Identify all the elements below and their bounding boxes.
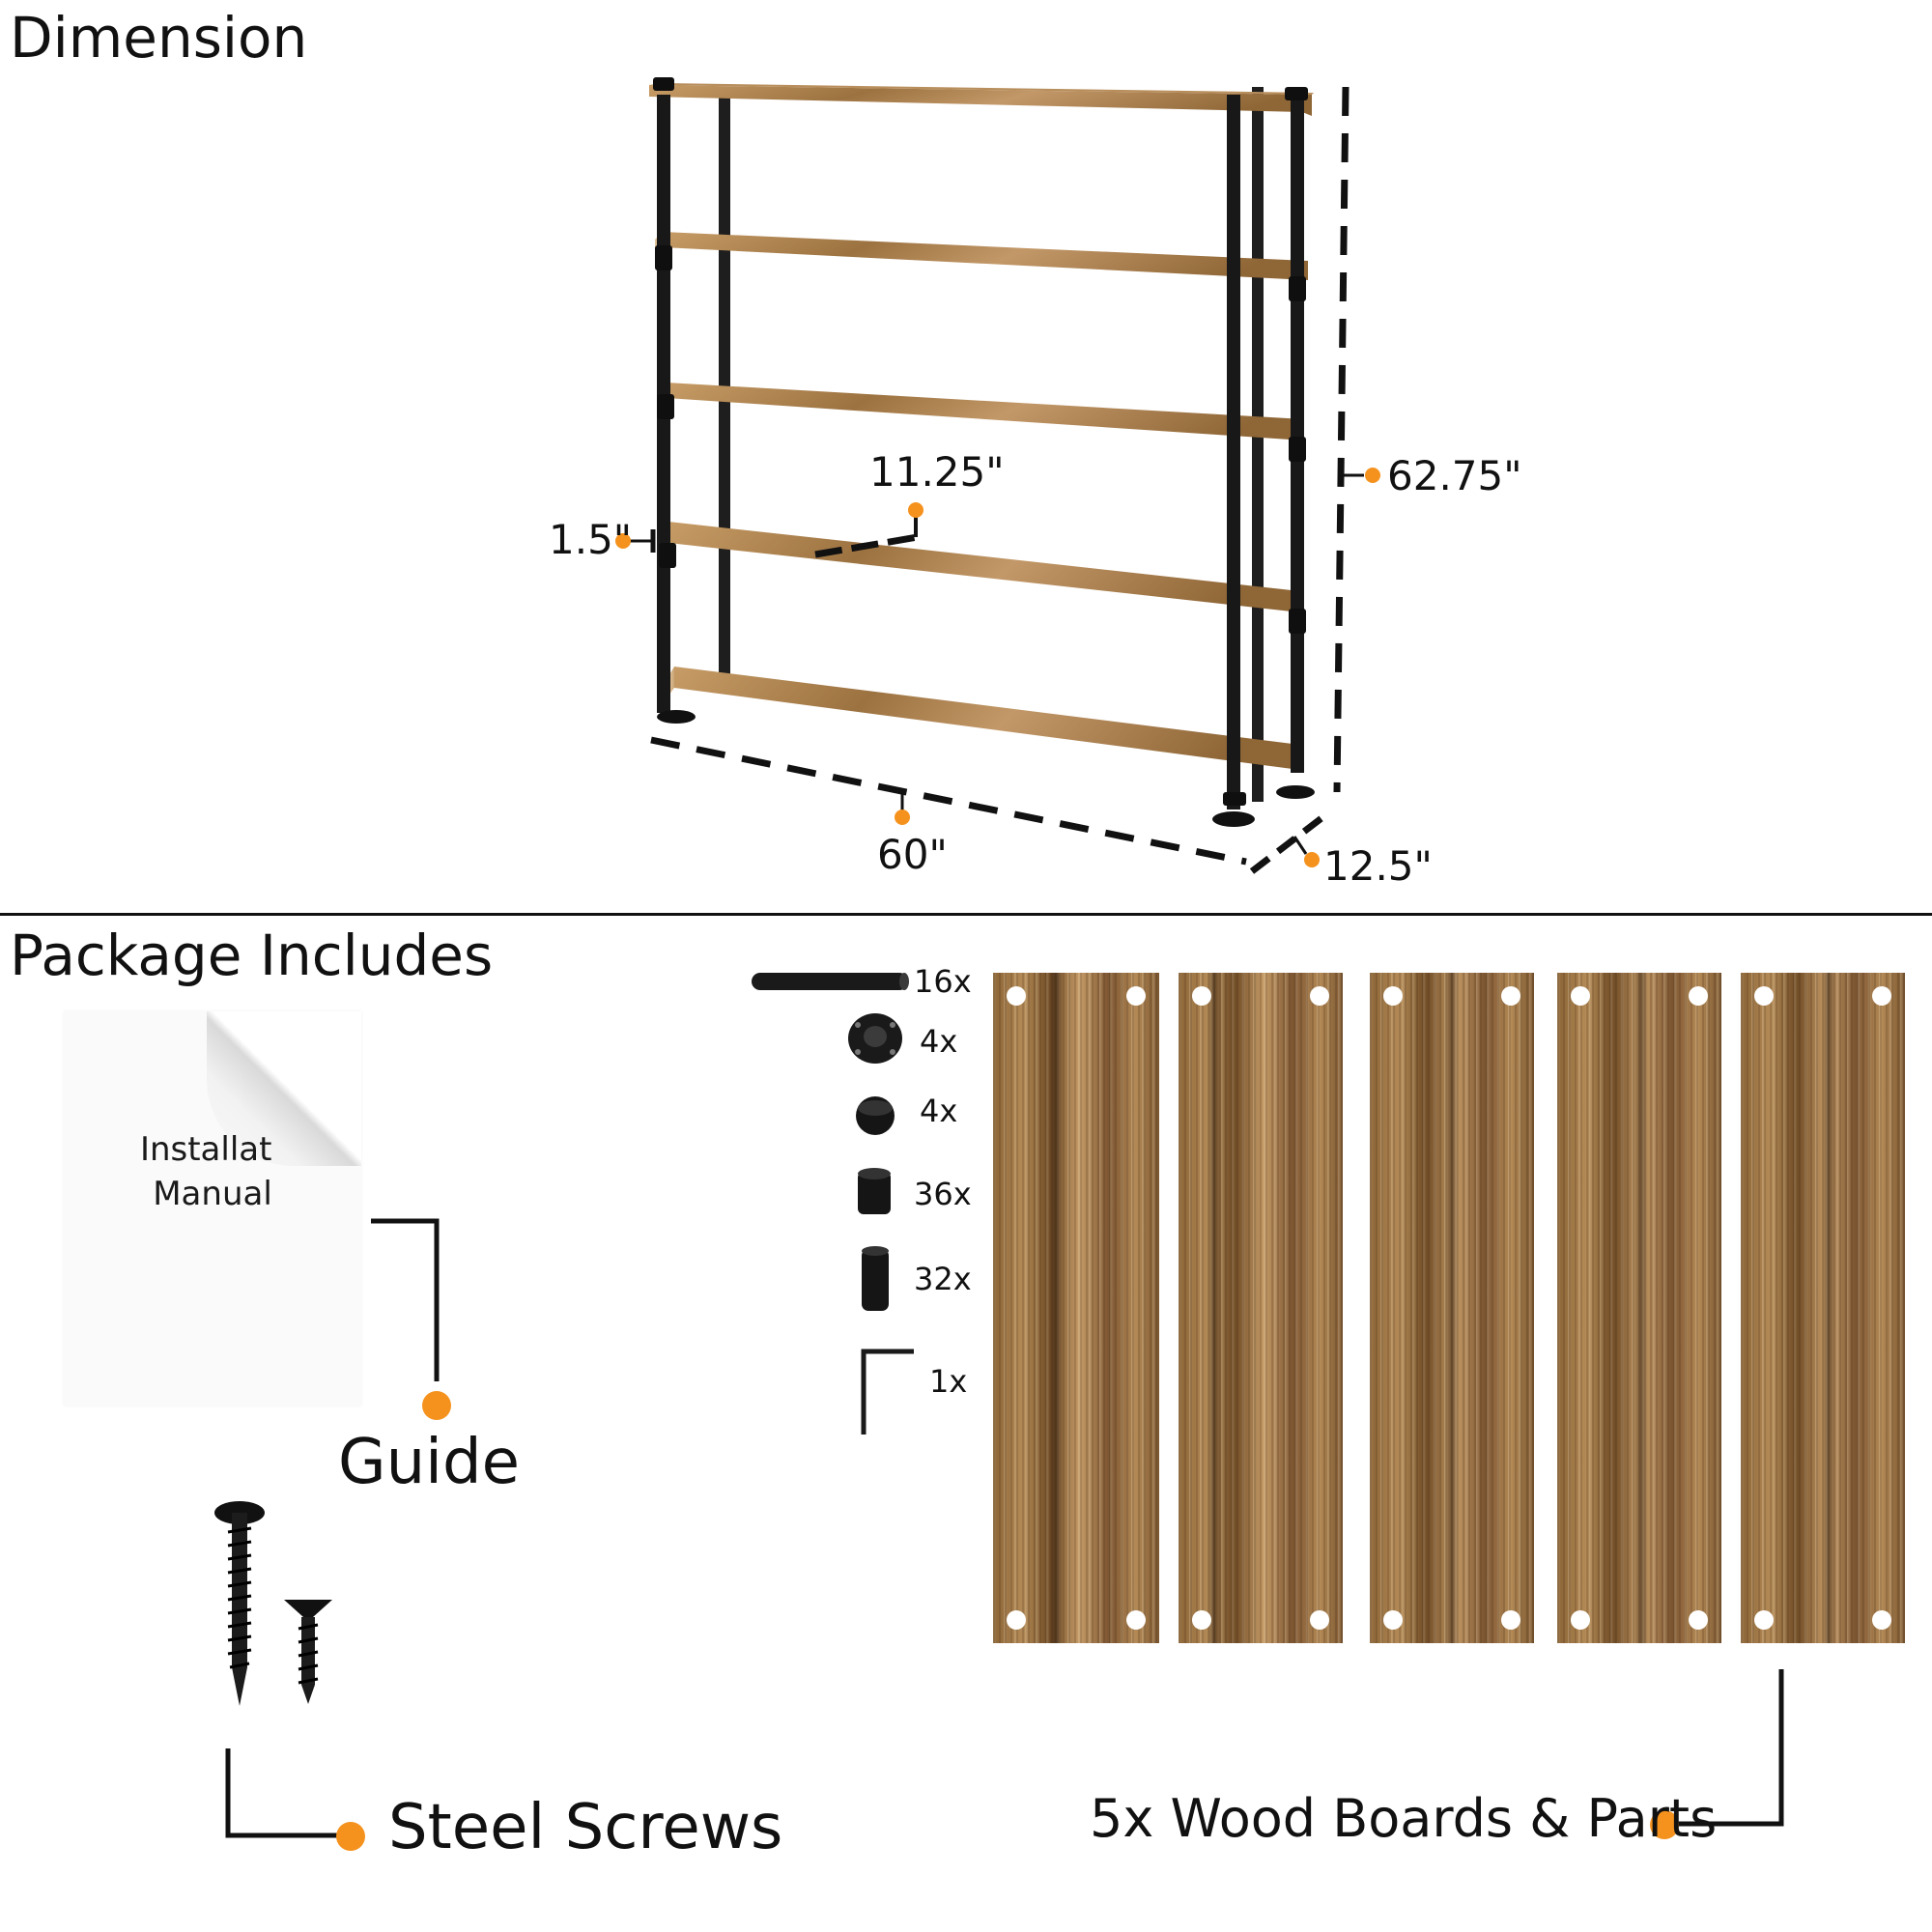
long-screw-icon (214, 1501, 265, 1706)
shelf-boards (649, 83, 1314, 769)
shelf-dimension-illustration (626, 77, 1364, 874)
package-heading: Package Includes (10, 923, 494, 988)
parts-icons (752, 973, 914, 1435)
steel-screws-illustration (214, 1501, 332, 1706)
boards-label: 5x Wood Boards & Parts (1090, 1788, 1718, 1849)
width-dimension-line (650, 736, 1247, 866)
depth-dimension-line (1249, 812, 1328, 874)
depth-callout-dot (1304, 852, 1320, 867)
screws-label: Steel Screws (388, 1792, 783, 1863)
pipe-couplings (653, 77, 1308, 806)
guide-label: Guide (338, 1427, 520, 1498)
part-count-floor-flange: 4x (920, 1023, 958, 1060)
shelf-gap-callout-dot (908, 502, 923, 518)
width-callout-dot (895, 810, 910, 825)
boards-callout-dot (1650, 1810, 1679, 1839)
section-divider (0, 913, 1932, 916)
part-count-pipe: 16x (914, 963, 972, 1000)
guide-callout-dot (422, 1391, 451, 1420)
thickness-label: 1.5" (549, 516, 633, 563)
boards-connector (1671, 1669, 1784, 1827)
wood-board (1741, 973, 1905, 1643)
part-count-end-cap: 4x (920, 1093, 958, 1129)
floor-flange-icon (848, 1013, 902, 1064)
allen-key-icon (861, 1349, 914, 1435)
width-label: 60" (877, 831, 948, 878)
wood-board (993, 973, 1159, 1643)
part-count-allen-key: 1x (929, 1363, 968, 1400)
short-screw-icon (284, 1600, 332, 1704)
thickness-callout-dot (615, 533, 631, 549)
guide-connector (371, 1218, 440, 1381)
screws-callout-dot (336, 1822, 365, 1851)
end-cap-icon (856, 1096, 895, 1135)
installation-manual: Installat Manual (64, 1011, 361, 1406)
shelf-gap-dimension-line (814, 533, 919, 558)
pipe-icon (752, 973, 909, 990)
wood-board (1370, 973, 1534, 1643)
height-callout-dot (1365, 468, 1380, 483)
height-label: 62.75" (1387, 452, 1522, 499)
page-curl-icon (207, 1011, 361, 1166)
manual-title: Installat Manual (139, 1130, 272, 1213)
depth-label: 12.5" (1323, 842, 1433, 890)
screws-connector (225, 1748, 338, 1838)
shelf-gap-label: 11.25" (869, 448, 1005, 496)
dimension-heading: Dimension (10, 5, 308, 71)
height-dimension-line (1333, 86, 1350, 793)
wood-board (1557, 973, 1721, 1643)
part-count-long-coupling: 32x (914, 1261, 972, 1297)
part-count-short-coupling: 36x (914, 1176, 972, 1212)
short-coupling-icon (858, 1168, 891, 1214)
floor-flanges (657, 710, 1315, 827)
wood-board (1179, 973, 1343, 1643)
long-coupling-icon (862, 1246, 889, 1311)
